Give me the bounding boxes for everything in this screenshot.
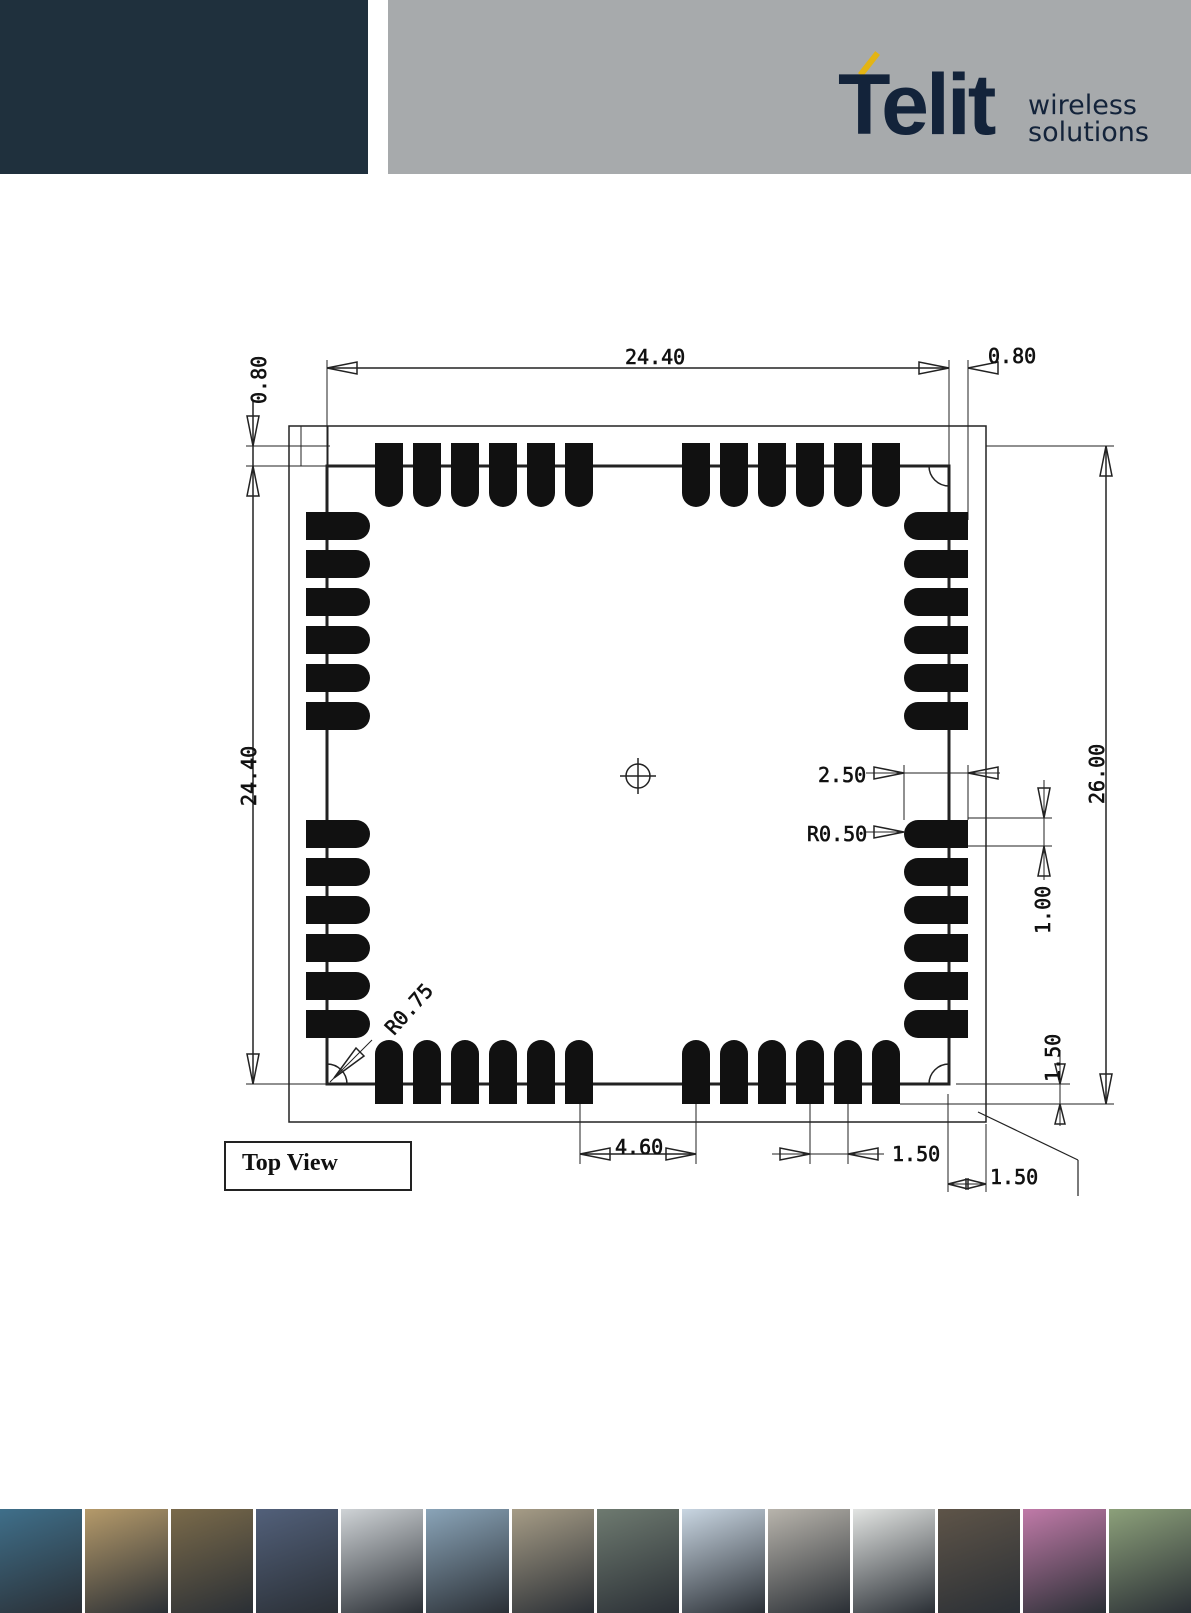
- pad: [904, 1010, 968, 1038]
- footer-photo-tile: [256, 1509, 338, 1613]
- footer-photo-tile: [938, 1509, 1020, 1613]
- pad: [904, 972, 968, 1000]
- pad: [306, 1010, 370, 1038]
- footer-photo-tile: [853, 1509, 935, 1613]
- pad: [834, 443, 862, 507]
- footer-photo-tile: [512, 1509, 594, 1613]
- dim-pad-radius: R0.50: [807, 822, 867, 846]
- dim-top-right-gap: 0.80: [988, 344, 1036, 368]
- pad: [904, 626, 968, 654]
- pad: [834, 1040, 862, 1104]
- footer-photo-tile: [597, 1509, 679, 1613]
- pad: [904, 934, 968, 962]
- view-label: Top View: [242, 1150, 338, 1177]
- pad: [720, 1040, 748, 1104]
- pad: [306, 820, 370, 848]
- footer-photo-tile: [341, 1509, 423, 1613]
- pad: [306, 664, 370, 692]
- dim-pad-length: 2.50: [818, 763, 866, 787]
- dim-pad-pitch: 1.50: [892, 1142, 940, 1166]
- pad: [306, 896, 370, 924]
- pad: [306, 702, 370, 730]
- pad: [682, 1040, 710, 1104]
- footer-photo-tile: [682, 1509, 764, 1613]
- pad: [451, 443, 479, 507]
- footer-photo-strip: [0, 1509, 1191, 1613]
- dim-edge-offset-right: 1.50: [990, 1165, 1038, 1189]
- pad: [758, 443, 786, 507]
- pad: [489, 1040, 517, 1104]
- pad: [375, 443, 403, 507]
- dim-pad-width: 1.00: [1031, 886, 1055, 934]
- pad: [527, 1040, 555, 1104]
- pad: [489, 443, 517, 507]
- pad: [306, 588, 370, 616]
- pad: [565, 443, 593, 507]
- pad: [796, 1040, 824, 1104]
- pad: [758, 1040, 786, 1104]
- dim-corner-radius: R0.75: [380, 979, 438, 1040]
- dim-top-width: 24.40: [625, 345, 685, 369]
- pad: [904, 588, 968, 616]
- pad: [306, 858, 370, 886]
- footer-photo-tile: [1023, 1509, 1105, 1613]
- pad: [451, 1040, 479, 1104]
- dim-right-height: 26.00: [1085, 744, 1109, 804]
- pad: [375, 1040, 403, 1104]
- pad: [682, 443, 710, 507]
- corner-arc-br: [929, 1064, 949, 1084]
- pad: [306, 972, 370, 1000]
- dim-top-left-gap: 0.80: [247, 356, 271, 404]
- footer-photo-tile: [85, 1509, 167, 1613]
- footer-photo-tile: [426, 1509, 508, 1613]
- pad: [904, 702, 968, 730]
- pad: [904, 820, 968, 848]
- footer-photo-tile: [768, 1509, 850, 1613]
- pad: [904, 664, 968, 692]
- pad: [904, 550, 968, 578]
- dim-left-height: 24.40: [237, 746, 261, 806]
- pad: [565, 1040, 593, 1104]
- pad: [904, 512, 968, 540]
- pad: [306, 626, 370, 654]
- pad: [904, 858, 968, 886]
- footer-photo-tile: [0, 1509, 82, 1613]
- footer-photo-tile: [1109, 1509, 1191, 1613]
- pad: [527, 443, 555, 507]
- dim-edge-offset-bottom: 1.50: [1041, 1034, 1065, 1082]
- pad: [796, 443, 824, 507]
- footer-photo-tile: [171, 1509, 253, 1613]
- pad: [306, 550, 370, 578]
- pad: [720, 443, 748, 507]
- pad: [413, 1040, 441, 1104]
- pad: [904, 896, 968, 924]
- pad: [872, 1040, 900, 1104]
- pad: [413, 443, 441, 507]
- dim-bottom-group: 4.60: [615, 1135, 663, 1159]
- pad: [306, 512, 370, 540]
- pad: [872, 443, 900, 507]
- pad: [306, 934, 370, 962]
- corner-arc-tr: [929, 466, 949, 486]
